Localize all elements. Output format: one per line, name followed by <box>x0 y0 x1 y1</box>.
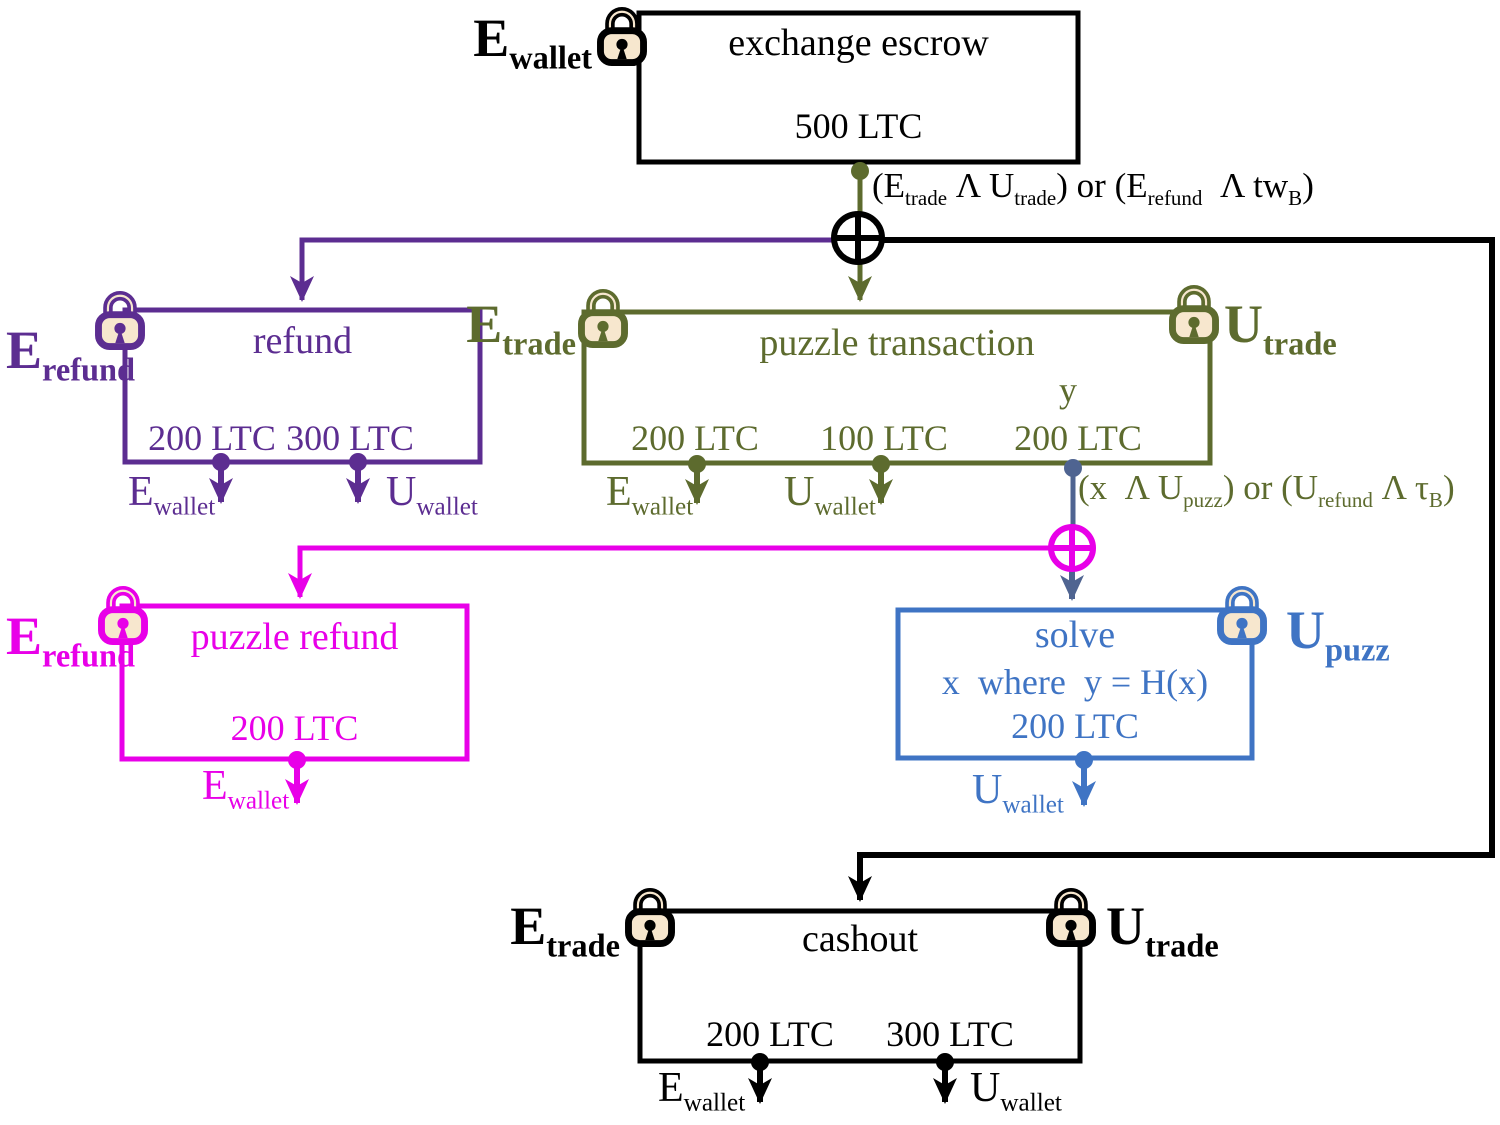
puzzle-amount-3: 200 LTC <box>1014 418 1142 458</box>
u-wallet-label: Uwallet <box>386 469 478 521</box>
cashout-output-dot <box>751 1053 769 1071</box>
escrow-to-cashout-arrow <box>848 237 1495 902</box>
refund-output-dot <box>349 453 367 471</box>
u-wallet-label: Uwallet <box>784 469 876 521</box>
puzzle-y-label: y <box>1059 370 1077 410</box>
e-trade-lock-label: Etrade <box>466 294 576 363</box>
refund-amount-2: 300 LTC <box>286 418 414 458</box>
puzzle-amount-1: 200 LTC <box>631 418 759 458</box>
xor-icon <box>1048 524 1096 572</box>
escrow-output-dot <box>851 162 869 180</box>
escrow-spend-condition: (Etrade Λ Utrade) or (Erefund Λ twB) <box>872 166 1314 210</box>
refund-title: refund <box>252 320 353 362</box>
solve-amount: 200 LTC <box>1011 706 1139 746</box>
puzzle-refund-output-dot <box>288 751 306 769</box>
refund-box <box>122 307 483 465</box>
u-wallet-label: Uwallet <box>972 767 1064 819</box>
puzzle-output-dot <box>688 455 706 473</box>
escrow-title: exchange escrow <box>728 22 989 64</box>
escrow-to-refund-arrow <box>290 237 836 302</box>
exchange-escrow-box <box>636 10 1081 165</box>
e-wallet-label: Ewallet <box>606 469 694 521</box>
puzzle-output-dot <box>1064 459 1082 477</box>
puzzle-output-dot <box>872 455 890 473</box>
solve-box <box>895 607 1255 761</box>
puzzle-refund-title: puzzle refund <box>190 616 399 658</box>
e-wallet-label: Ewallet <box>202 763 290 815</box>
puzzle-amount-2: 100 LTC <box>820 418 948 458</box>
e-trade-lock-label: Etrade <box>510 896 620 965</box>
e-refund-lock-label: Erefund <box>6 606 136 675</box>
cashout-amount-1: 200 LTC <box>706 1014 834 1054</box>
xor-icon <box>831 211 885 265</box>
cashout-box <box>637 908 1083 1064</box>
u-puzz-lock-label: Upuzz <box>1286 600 1390 669</box>
u-wallet-label: Uwallet <box>970 1065 1062 1117</box>
solve-title: solve <box>1034 614 1116 656</box>
cashout-output-dot <box>936 1053 954 1071</box>
solve-output-dot <box>1075 751 1093 769</box>
e-wallet-lock-icon <box>600 12 643 63</box>
escrow-amount: 500 LTC <box>794 106 923 146</box>
puzzle-refund-amount: 200 LTC <box>230 708 359 748</box>
u-trade-lock-label: Utrade <box>1106 896 1219 965</box>
e-wallet-lock-label: Ewallet <box>473 8 592 77</box>
e-wallet-label: Ewallet <box>128 469 216 521</box>
puzzle-transaction-box <box>581 309 1213 466</box>
puzzle-to-puzzle-refund-arrow <box>288 545 1051 599</box>
puzzle-spend-condition: (x Λ Upuzz) or (Urefund Λ τB) <box>1078 468 1455 512</box>
cashout-title: cashout <box>801 918 919 960</box>
u-trade-lock-label: Utrade <box>1224 294 1337 363</box>
e-wallet-label: Ewallet <box>658 1065 746 1117</box>
refund-output-dot <box>212 453 230 471</box>
solve-equation: x where y = H(x) <box>941 662 1209 702</box>
refund-amount-1: 200 LTC <box>148 418 276 458</box>
e-refund-lock-label: Erefund <box>6 320 136 389</box>
cashout-amount-2: 300 LTC <box>886 1014 1014 1054</box>
puzzle-transaction-title: puzzle transaction <box>759 322 1035 364</box>
